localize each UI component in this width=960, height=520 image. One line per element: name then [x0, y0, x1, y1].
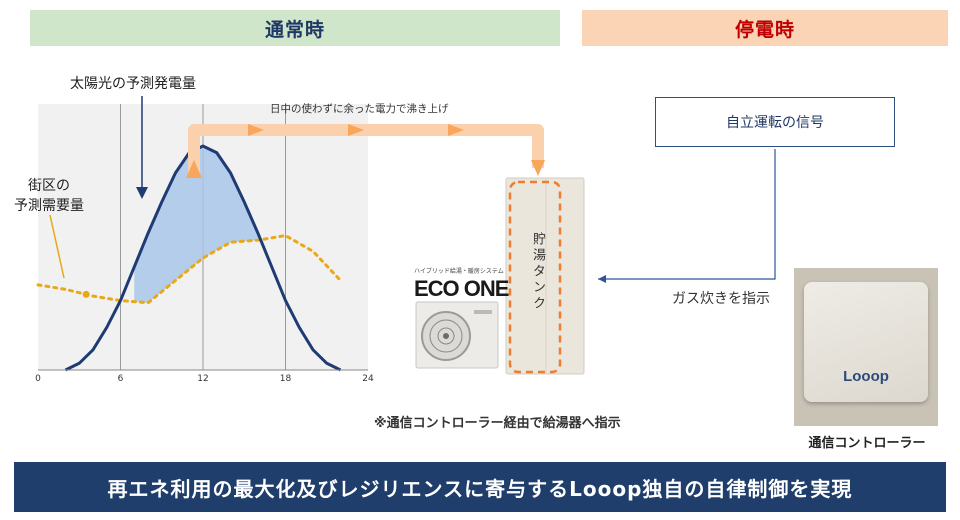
controller-note: ※通信コントローラー経由で給湯器へ指示 — [374, 416, 621, 431]
signal-arrowhead — [598, 275, 606, 283]
header-normal-operation: 通常時 — [30, 10, 560, 46]
summary-banner: 再エネ利用の最大化及びレジリエンスに寄与するLooop独自の自律制御を実現 — [14, 462, 946, 512]
demand-callout-line — [49, 214, 65, 279]
flow-arrowhead — [186, 160, 202, 178]
controller-device — [804, 282, 928, 402]
x-tick-label: 0 — [35, 374, 41, 384]
flow-arrowhead — [248, 124, 264, 136]
x-tick-label: 6 — [118, 374, 124, 384]
flow-arrowhead — [531, 160, 545, 176]
gas-instruction-label: ガス炊きを指示 — [672, 291, 770, 307]
ecoone-subtitle: ハイブリッド給湯・暖房システム — [414, 268, 504, 275]
header-power-outage: 停電時 — [582, 10, 948, 46]
heating-flow-label: 日中の使わずに余った電力で沸き上げ — [270, 102, 449, 115]
x-tick-label: 24 — [362, 374, 374, 384]
demand-callout-dot — [82, 290, 90, 298]
flow-arrowhead — [448, 124, 464, 136]
demand-label-line2: 予測需要量 — [14, 198, 84, 214]
heating-flow-arrow — [186, 124, 545, 178]
autonomous-signal-box: 自立運転の信号 — [655, 97, 895, 147]
controller-logo: Looop — [843, 368, 889, 385]
energy-chart: 0 6 12 18 24 太陽光の予測発電量 街区の 予測需要量 日中の使わずに余った電… — [14, 76, 776, 384]
tank-label: 貯湯タンク — [530, 232, 545, 312]
solar-curve — [64, 144, 342, 372]
x-tick-labels: 0 6 12 18 24 — [35, 374, 374, 384]
x-tick-label: 12 — [197, 374, 208, 384]
ecoone-outdoor-unit — [415, 301, 499, 369]
x-tick-label: 18 — [280, 374, 292, 384]
controller-caption: 通信コントローラー — [808, 436, 926, 451]
demand-label-line1: 街区の — [28, 178, 70, 194]
tank-unit — [505, 177, 585, 375]
ecoone-logo: ECO ONE — [414, 276, 509, 301]
flow-arrowhead — [348, 124, 364, 136]
tank-highlight — [508, 180, 562, 374]
surplus-area — [134, 146, 258, 303]
tank-body — [505, 177, 585, 375]
signal-arrow — [598, 149, 776, 280]
solar-forecast-label: 太陽光の予測発電量 — [70, 76, 196, 92]
